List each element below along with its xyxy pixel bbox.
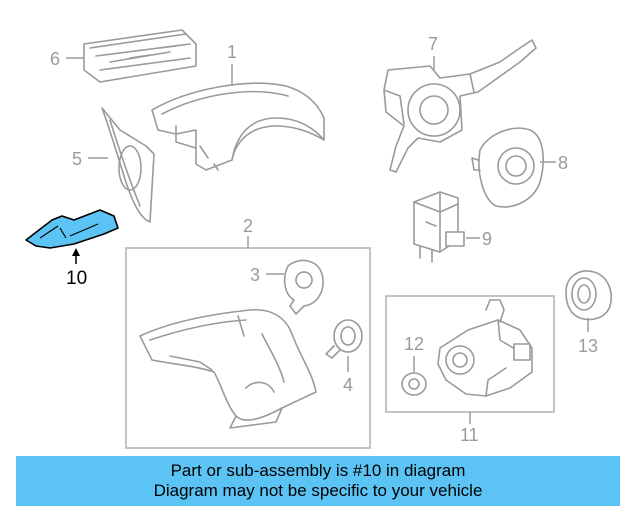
callout-4: 4 [343,375,353,395]
part-2-lower-shroud [139,309,317,429]
part-4-ring [325,319,363,359]
part-13-bushing [565,270,612,321]
part-11-ignition-housing [437,299,533,397]
callout-8: 8 [558,153,568,173]
callout-5: 5 [72,149,82,169]
info-banner: Part or sub-assembly is #10 in diagram D… [16,456,620,506]
part-3-clip [283,259,324,315]
callout-6: 6 [50,49,60,69]
callout-7: 7 [428,34,438,54]
exploded-parts-diagram: 6 1 5 10 7 [25,29,612,449]
callout-12: 12 [404,334,424,354]
leader-10-arrow [72,248,80,256]
callout-13: 13 [578,336,598,356]
part-5-side-panel [101,107,155,223]
callout-11: 11 [460,425,479,445]
part-1-upper-shroud [151,82,325,171]
part-12-small-ring [401,372,427,396]
callout-1: 1 [227,42,237,62]
callout-3: 3 [250,265,260,285]
callout-10: 10 [66,268,87,289]
part-10-highlighted [25,209,119,249]
part-9-switch-module [413,191,465,263]
callout-2: 2 [243,216,253,236]
part-6-bracket [83,29,197,83]
callout-9: 9 [482,229,492,249]
part-7-combination-switch [383,39,537,173]
part-8-clock-spring [471,127,544,208]
banner-line-2: Diagram may not be specific to your vehi… [153,481,483,500]
banner-line-1: Part or sub-assembly is #10 in diagram [170,461,466,480]
